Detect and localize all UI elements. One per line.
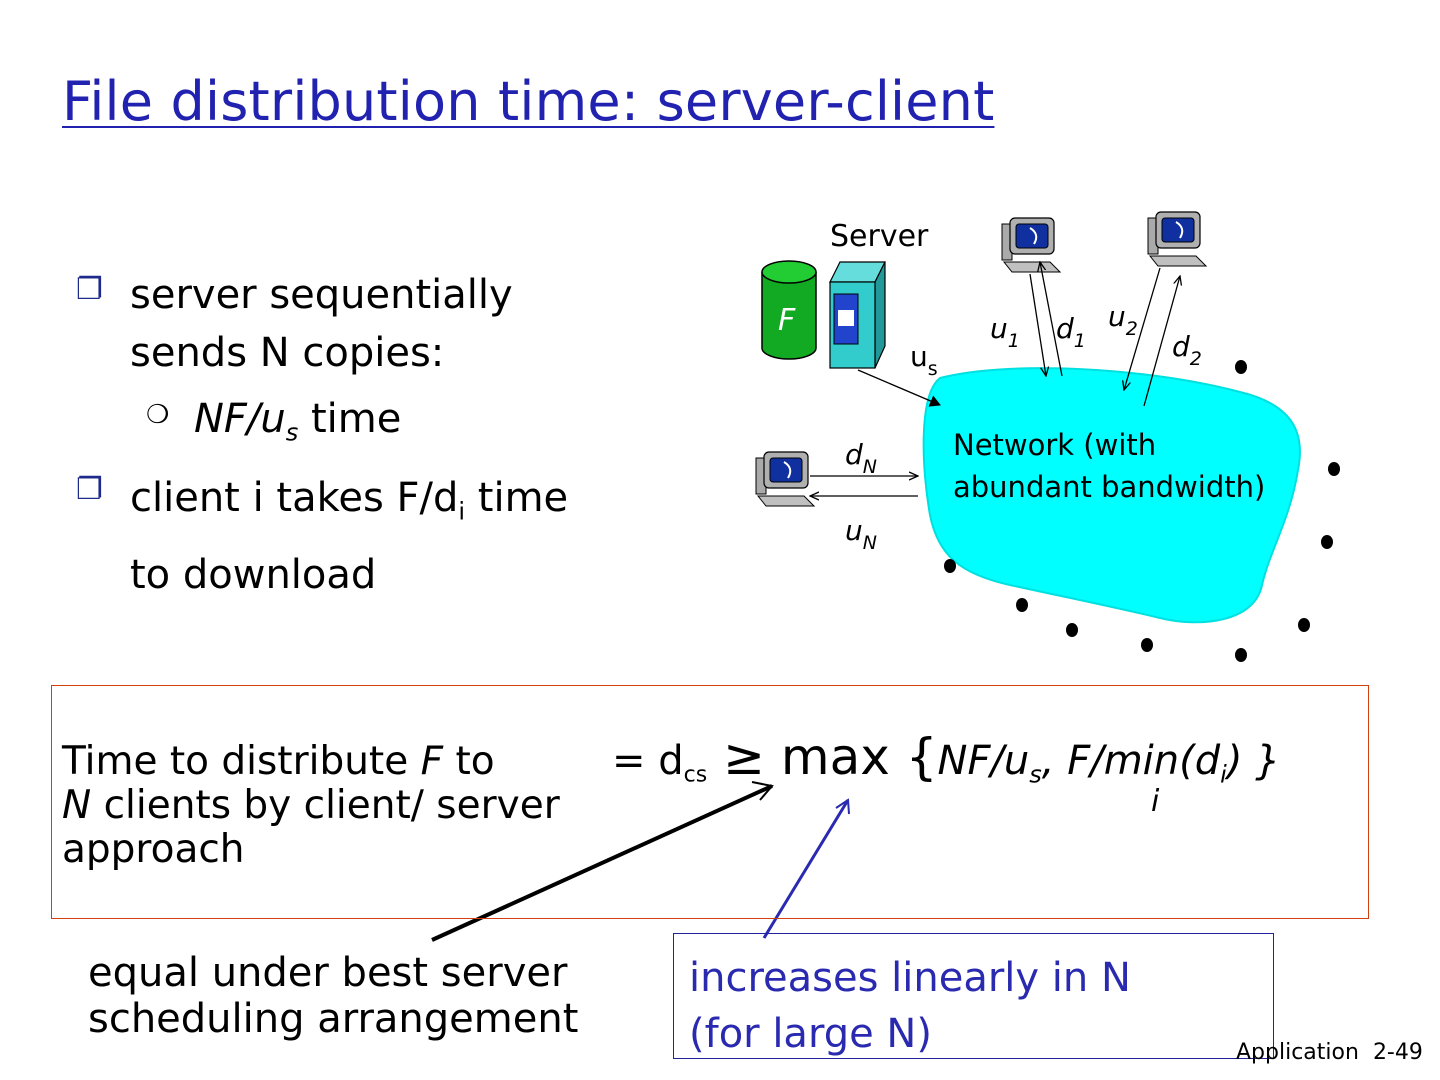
equal-note-line-1: equal under best server [88,950,578,996]
linear-note-line-2: (for large N) [689,1006,1131,1062]
linear-note-line-1: increases linearly in N [689,950,1131,1006]
min-index-label: i [1151,784,1159,819]
us-label: us [910,340,938,380]
network-label-line-1: Network (with [953,428,1156,462]
u2-label: u2 [1108,300,1138,340]
client-n-computer-icon [756,452,814,506]
time-label-line-2: N clients by client/ server [62,784,560,828]
client-2-computer-icon [1148,212,1206,266]
file-label: F [778,303,796,338]
time-label-line-3: approach [62,828,560,872]
server-icon [830,262,885,368]
time-label: Time to distribute F to N clients by cli… [62,740,560,872]
dn-label: dN [845,438,877,478]
u1-arrow [1030,274,1046,376]
client-1-computer-icon [1002,218,1060,272]
d2-label: d2 [1172,330,1202,370]
u1-label: u1 [990,312,1020,352]
time-label-line-1: Time to distribute F to [62,740,560,784]
footer-section: Application [1236,1040,1359,1065]
equal-note-line-2: scheduling arrangement [88,996,578,1042]
footer-page-number: 2-49 [1373,1040,1423,1065]
un-label: uN [845,514,877,554]
linear-note: increases linearly in N (for large N) [689,950,1131,1062]
server-label: Server [830,219,929,254]
slide-footer: Application 2-49 [1236,1040,1423,1065]
d1-label: d1 [1056,312,1086,352]
equal-note: equal under best server scheduling arran… [88,950,578,1042]
distribution-time-equation: = dcs ≥ max {NF/us, F/min(di) } [612,728,1281,788]
network-label-line-2: abundant bandwidth) [953,470,1265,504]
